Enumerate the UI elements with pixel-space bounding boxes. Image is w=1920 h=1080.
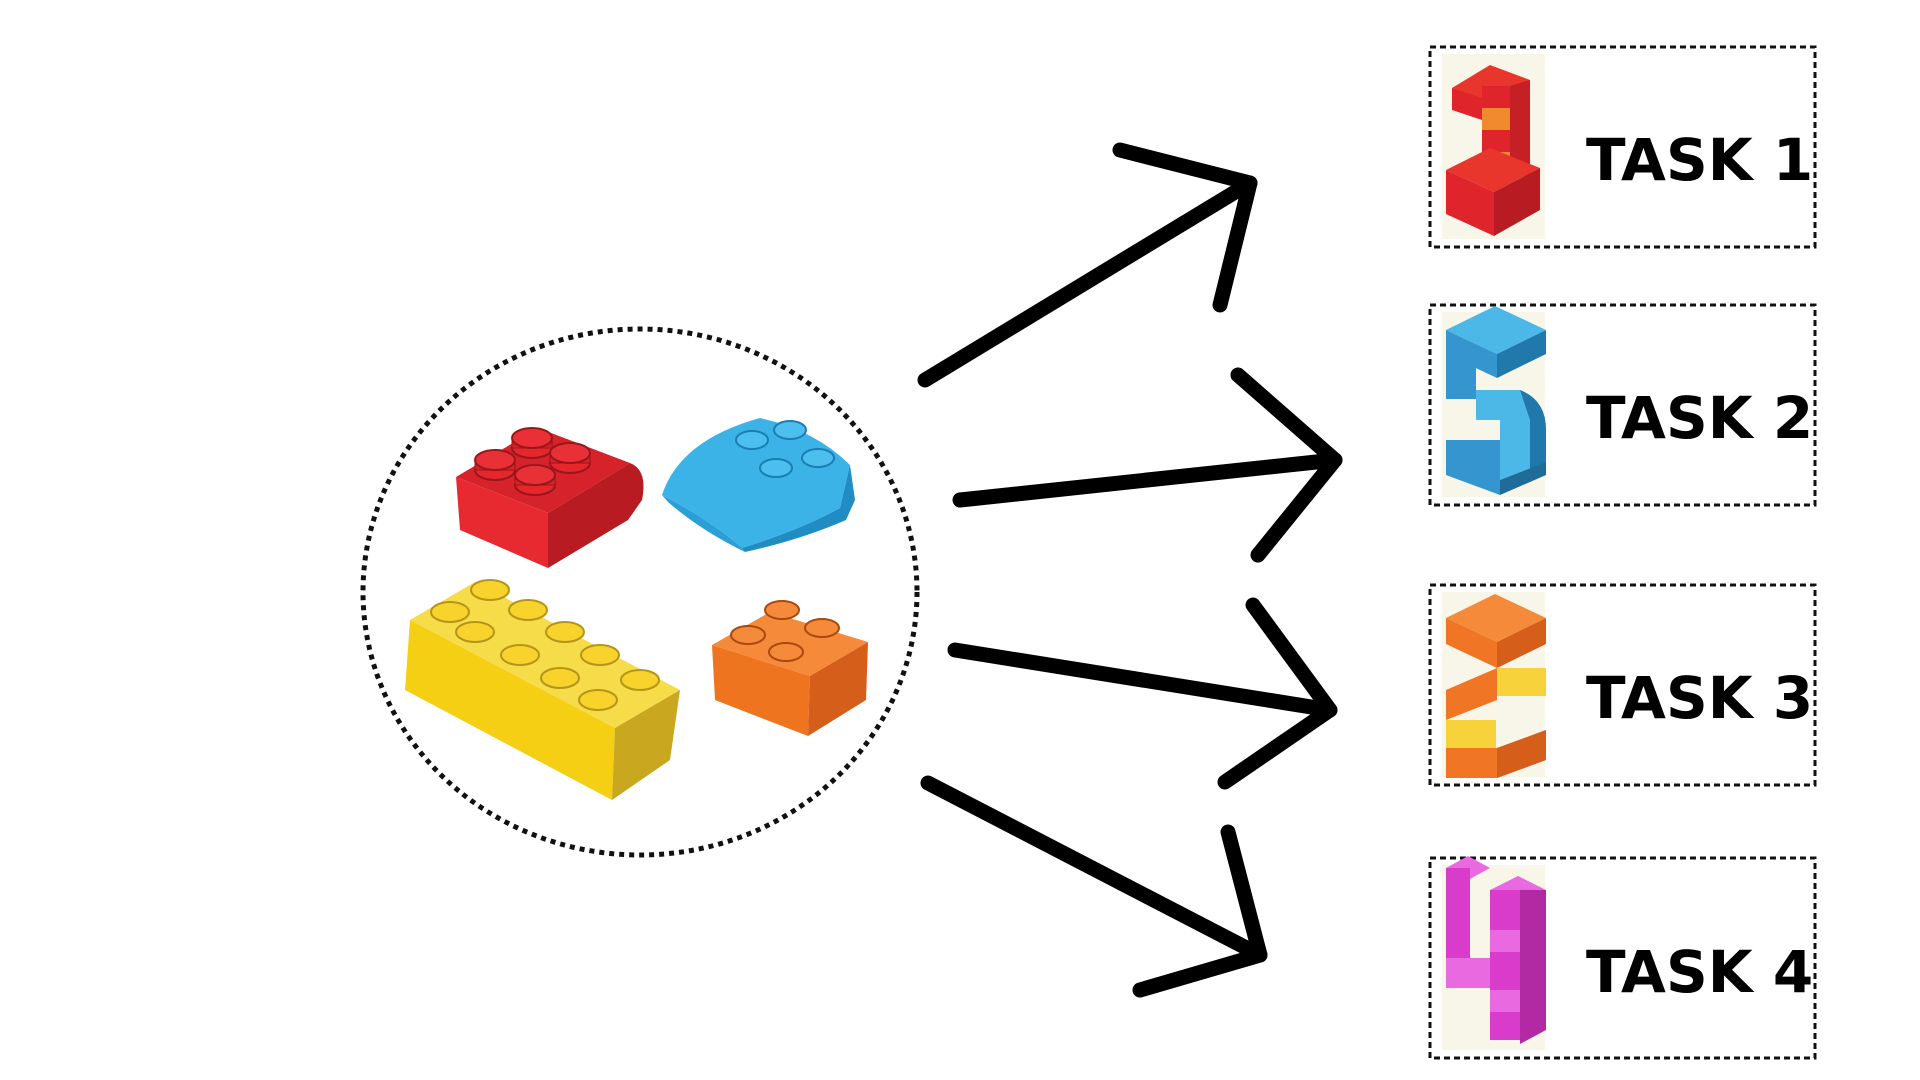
- arrow-to-task-4: [920, 775, 1268, 998]
- task-card-1: TASK 1: [1428, 45, 1817, 249]
- source-circle: [360, 326, 920, 858]
- task-label: TASK 1: [1586, 126, 1813, 194]
- blue-curved-brick: [662, 418, 855, 552]
- arrow-to-task-1: [917, 142, 1258, 388]
- task-label: TASK 3: [1586, 664, 1813, 732]
- arrows: [917, 142, 1343, 998]
- number-two-model: [1446, 594, 1546, 778]
- number-one-model: [1446, 65, 1540, 236]
- red-curved-brick: [456, 427, 644, 568]
- source-brick-group: [360, 326, 920, 858]
- number-five-model: [1446, 306, 1546, 495]
- task-label: TASK 2: [1586, 384, 1813, 452]
- task-card-2: TASK 2: [1428, 303, 1817, 507]
- arrow-to-task-3: [947, 597, 1338, 790]
- task-card-3: TASK 3: [1428, 583, 1817, 787]
- task-card-4: TASK 4: [1428, 856, 1817, 1060]
- orange-brick: [712, 600, 868, 736]
- yellow-long-brick: [405, 579, 680, 800]
- number-four-model: [1446, 856, 1546, 1044]
- task-label: TASK 4: [1586, 938, 1813, 1006]
- arrow-to-task-2: [952, 367, 1343, 563]
